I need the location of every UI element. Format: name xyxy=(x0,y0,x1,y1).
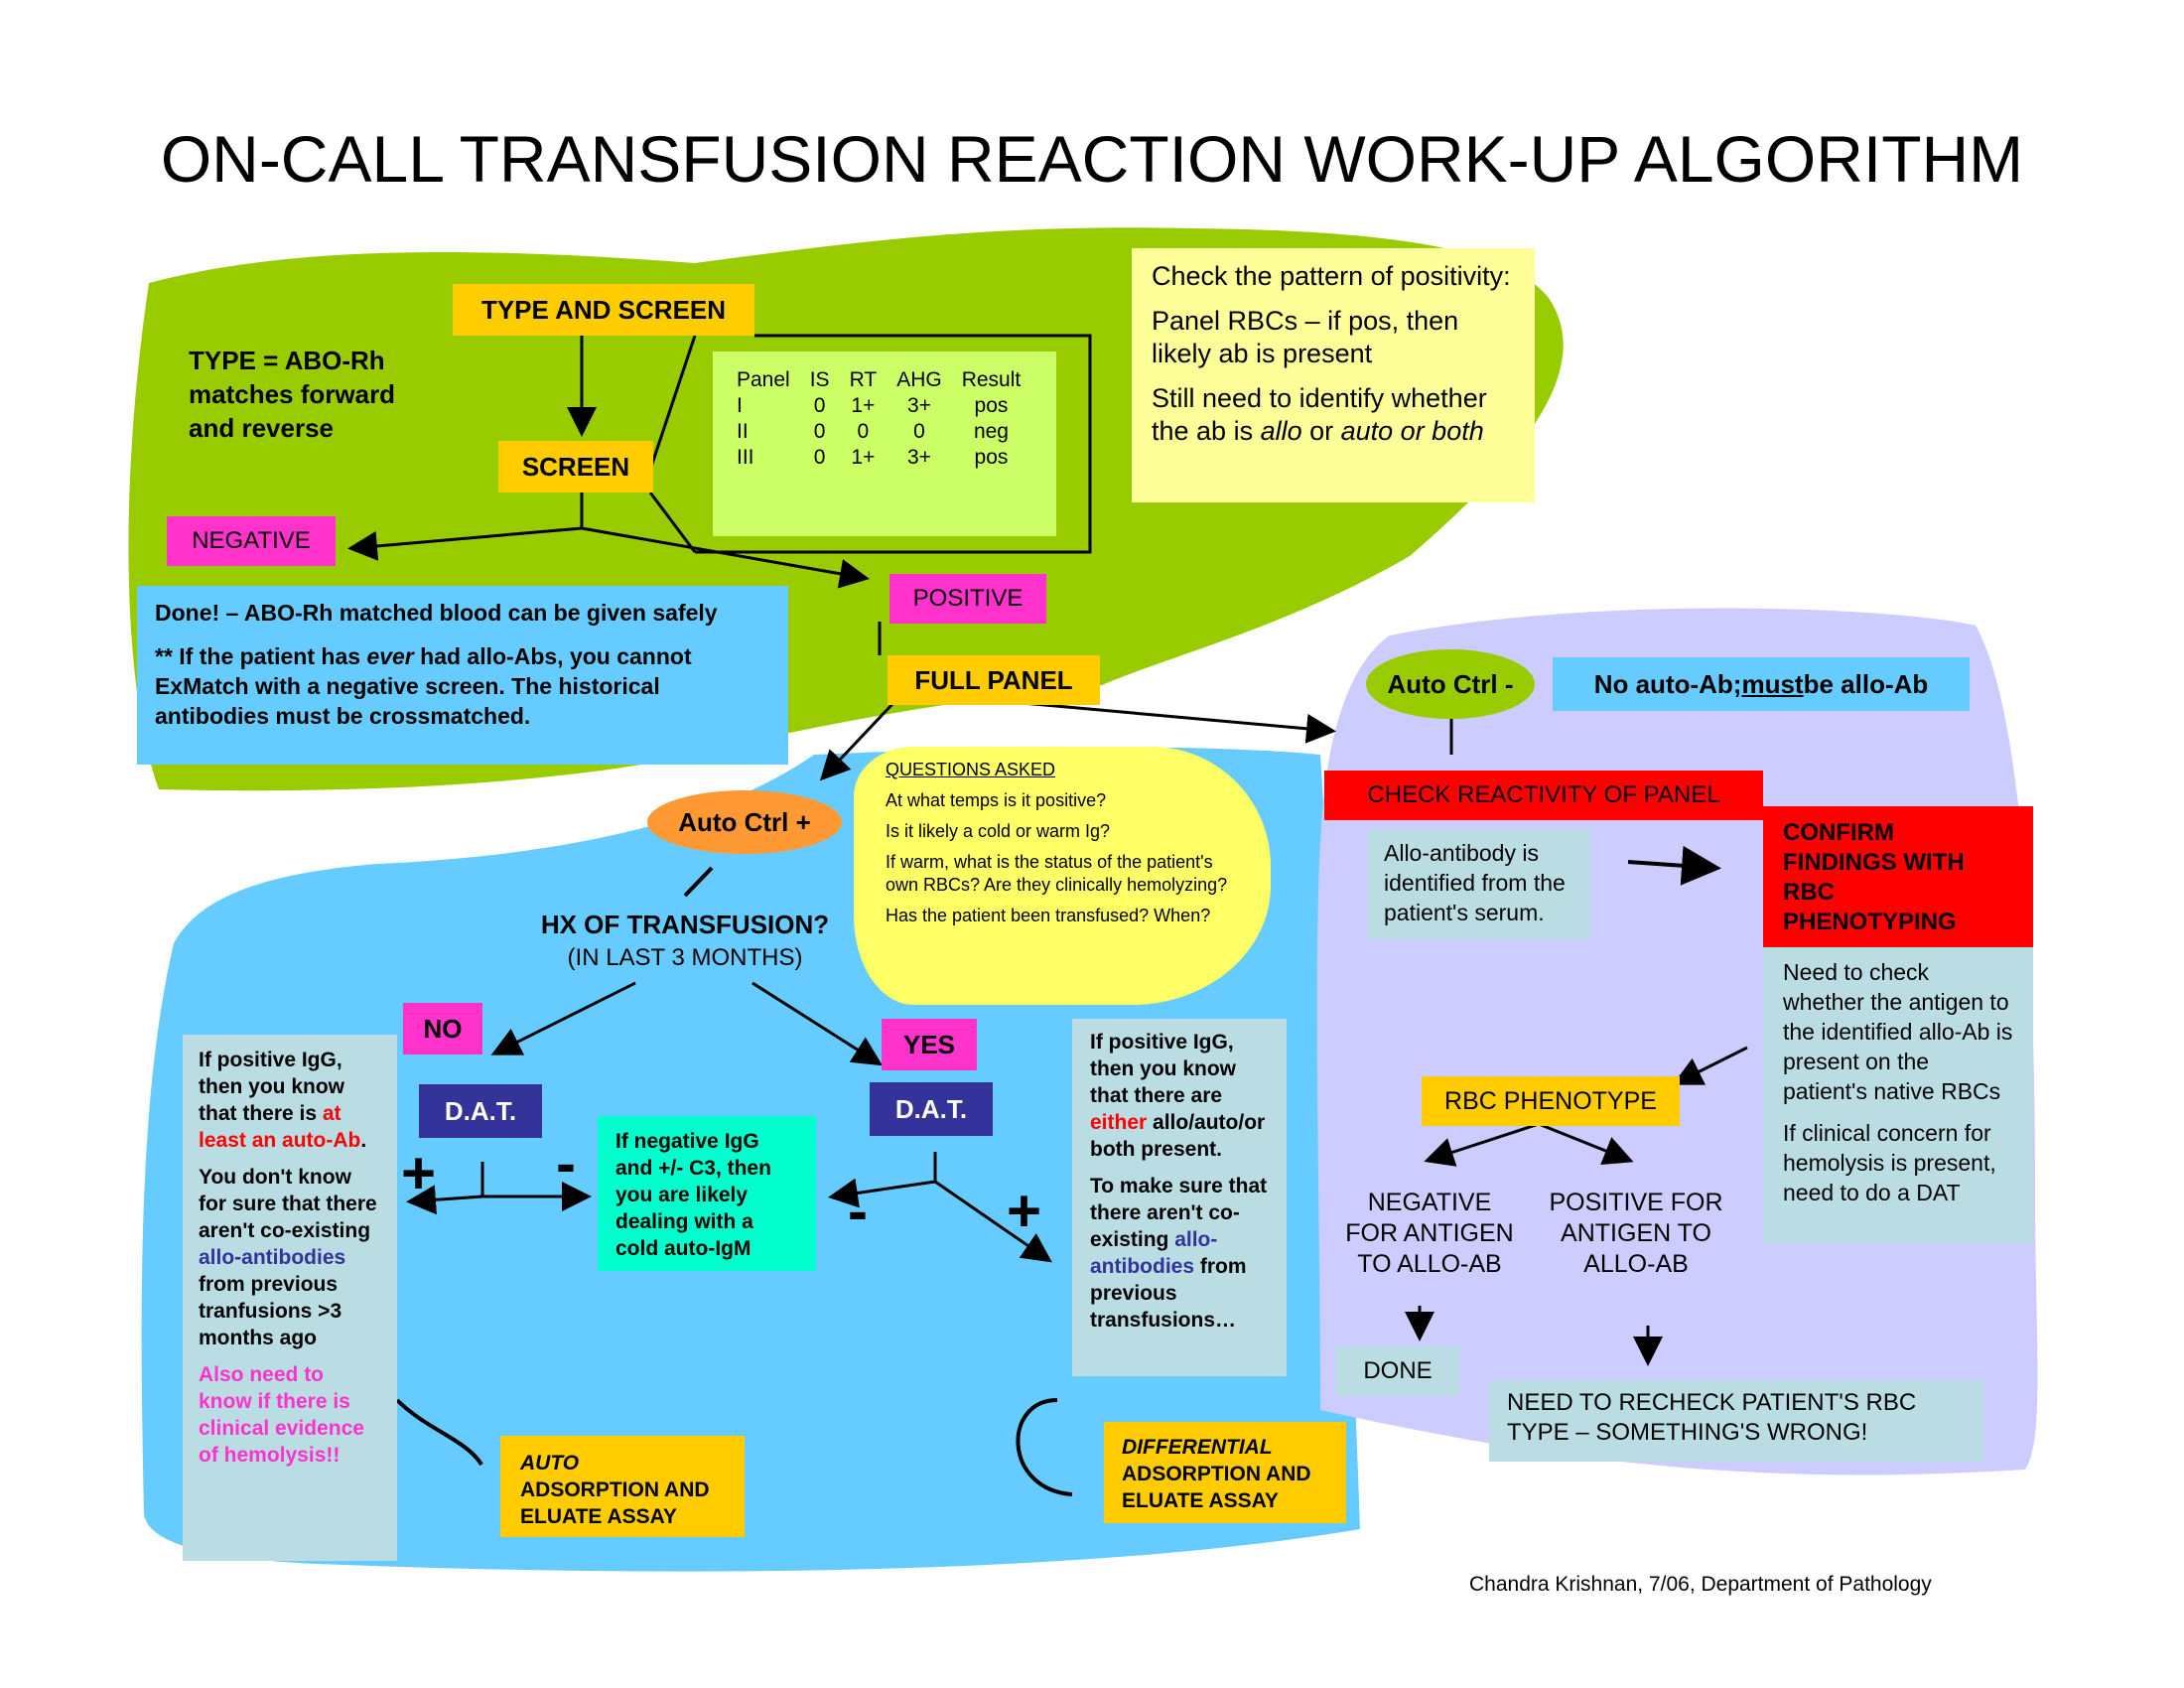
question-item: Is it likely a cold or warm Ig? xyxy=(886,821,1111,841)
auto-ctrl-negative-oval: Auto Ctrl - xyxy=(1366,649,1535,719)
pattern-text: Check the pattern of positivity: xyxy=(1152,261,1511,291)
left-info-text: If positive IgG, then you know that ther… xyxy=(199,1049,367,1152)
table-header: Panel xyxy=(737,368,790,391)
left-info-box: If positive IgG, then you know that ther… xyxy=(183,1035,397,1561)
question-item: At what temps is it positive? xyxy=(886,790,1107,810)
questions-heading: QUESTIONS ASKED xyxy=(886,760,1056,779)
type-note-line: and reverse xyxy=(189,413,334,443)
question-item: Has the patient been transfused? When? xyxy=(886,906,1211,925)
table-row: II 0 0 0 neg xyxy=(737,420,1009,443)
done-box: Done! – ABO-Rh matched blood can be give… xyxy=(137,586,788,765)
minus-sign: - xyxy=(556,1130,576,1196)
need-check-text: If clinical concern for hemolysis is pre… xyxy=(1783,1120,1996,1205)
exmatch-note: ** If the patient has ever had allo-Abs,… xyxy=(155,643,692,729)
left-info-text: Also need to know if there is clinical e… xyxy=(199,1363,364,1467)
no-box: NO xyxy=(403,1003,482,1055)
table-header-row: Panel IS RT AHG Result xyxy=(727,367,1030,393)
left-info-text: You don't know for sure that there aren'… xyxy=(199,1166,377,1349)
positive-box: POSITIVE xyxy=(889,574,1046,624)
full-panel-box: FULL PANEL xyxy=(887,655,1100,705)
dat-left-box: D.A.T. xyxy=(419,1084,542,1138)
allo-identified-box: Allo-antibody is identified from the pat… xyxy=(1368,830,1590,939)
check-reactivity-box: CHECK REACTIVITY OF PANEL xyxy=(1324,771,1763,820)
done-text: Done! – ABO-Rh matched blood can be give… xyxy=(155,600,718,626)
table-header: Result xyxy=(961,368,1022,391)
type-and-screen-box: TYPE AND SCREEN xyxy=(453,284,754,336)
pattern-text: Panel RBCs – if pos, then likely ab is p… xyxy=(1152,306,1459,368)
hx-transfusion-question: HX OF TRANSFUSION? (IN LAST 3 MONTHS) xyxy=(540,910,830,971)
type-note-line: matches forward xyxy=(189,379,396,409)
positive-antigen-label: POSITIVE FOR ANTIGEN TO ALLO-AB xyxy=(1549,1189,1723,1278)
rbc-phenotype-box: RBC PHENOTYPE xyxy=(1422,1076,1680,1126)
right-info-text: If positive IgG, then you know that ther… xyxy=(1090,1031,1266,1161)
need-check-box: Need to check whether the antigen to the… xyxy=(1763,947,2033,1243)
recheck-box: NEED TO RECHECK PATIENT'S RBC TYPE – SOM… xyxy=(1489,1380,1983,1462)
table-header: AHG xyxy=(896,368,942,391)
differential-adsorption-box: DIFFERENTIAL ADSORPTION AND ELUATE ASSAY xyxy=(1104,1422,1346,1523)
negative-antigen-label: NEGATIVE FOR ANTIGEN TO ALLO-AB xyxy=(1345,1189,1514,1278)
table-header: RT xyxy=(849,368,878,391)
pattern-text: Still need to identify whether the ab is… xyxy=(1152,383,1487,446)
type-note-line: TYPE = ABO-Rh xyxy=(189,346,385,375)
done-end-box: DONE xyxy=(1336,1346,1459,1396)
plus-sign: + xyxy=(1007,1178,1042,1244)
dat-right-box: D.A.T. xyxy=(870,1082,993,1136)
table-row: I 0 1+ 3+ pos xyxy=(737,394,1009,417)
negative-box: NEGATIVE xyxy=(167,516,336,566)
panel-table-box: Panel IS RT AHG Result I 0 1+ 3+ pos II … xyxy=(713,352,1056,536)
table-row: III 0 1+ 3+ pos xyxy=(737,446,1009,469)
auto-adsorption-box: AUTO ADSORPTION AND ELUATE ASSAY xyxy=(500,1436,745,1537)
auto-ctrl-positive-oval: Auto Ctrl + xyxy=(647,790,842,854)
screen-box: SCREEN xyxy=(498,441,653,492)
credit-line: Chandra Krishnan, 7/06, Department of Pa… xyxy=(1469,1573,1932,1596)
plus-sign: + xyxy=(401,1140,437,1206)
minus-sign: - xyxy=(848,1178,868,1244)
negative-igg-box: If negative IgG and +/- C3, then you are… xyxy=(598,1116,816,1271)
panel-table: Panel IS RT AHG Result I 0 1+ 3+ pos II … xyxy=(727,367,1030,471)
pattern-box: Check the pattern of positivity: Panel R… xyxy=(1132,248,1535,502)
right-info-box: If positive IgG, then you know that ther… xyxy=(1072,1019,1287,1376)
table-header: IS xyxy=(809,368,830,391)
confirm-findings-box: CONFIRM FINDINGS WITH RBC PHENOTYPING xyxy=(1763,806,2033,947)
page-title: ON-CALL TRANSFUSION REACTION WORK-UP ALG… xyxy=(160,122,2024,196)
right-info-text: To make sure that there aren't co-existi… xyxy=(1090,1175,1268,1332)
questions-box: QUESTIONS ASKED At what temps is it posi… xyxy=(854,747,1271,1005)
yes-box: YES xyxy=(882,1019,977,1070)
no-auto-ab-box: No auto-Ab; must be allo-Ab xyxy=(1553,657,1970,711)
connectors xyxy=(347,334,1748,1496)
type-note: TYPE = ABO-Rh matches forward and revers… xyxy=(189,344,395,445)
question-item: If warm, what is the status of the patie… xyxy=(886,852,1228,895)
need-check-text: Need to check whether the antigen to the… xyxy=(1783,959,2013,1104)
